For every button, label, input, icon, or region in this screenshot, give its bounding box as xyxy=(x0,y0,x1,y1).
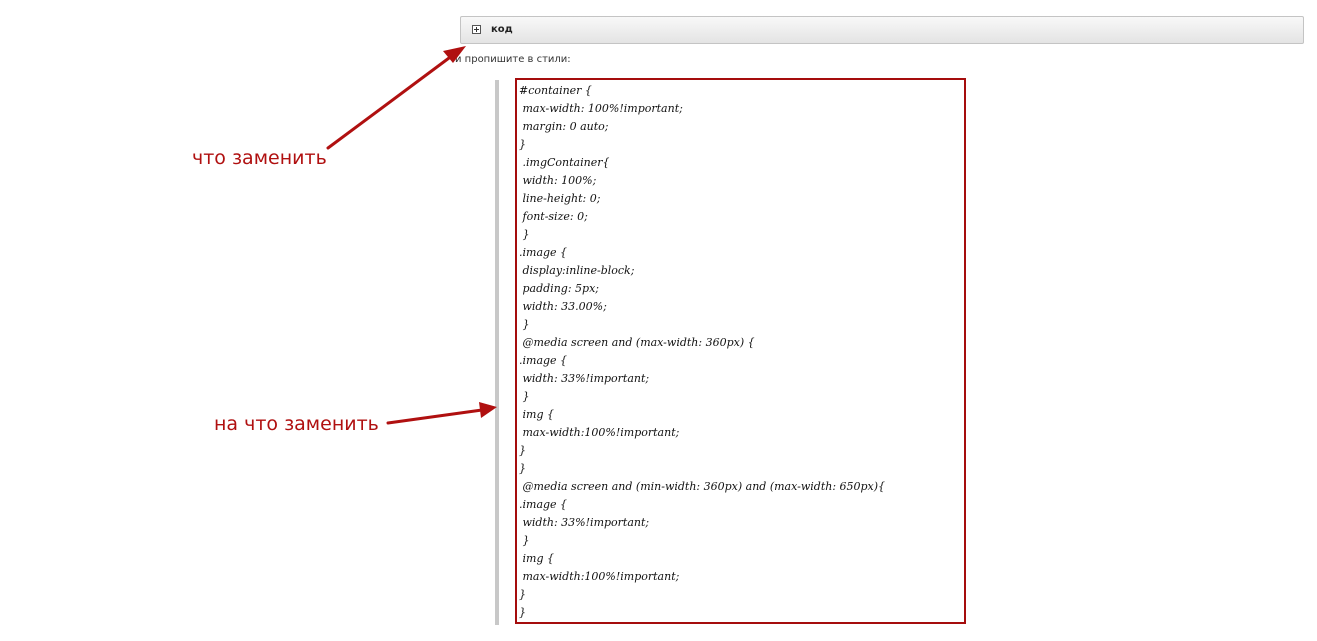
spoiler-header[interactable]: код xyxy=(460,16,1304,44)
code-line: } xyxy=(519,318,530,331)
code-highlight-box xyxy=(515,78,966,624)
code-line: width: 33%!important; xyxy=(519,372,650,385)
code-line: } xyxy=(519,138,526,151)
code-line: } xyxy=(519,462,526,475)
code-line: .image { xyxy=(519,354,568,367)
code-line: } xyxy=(519,534,530,547)
code-line: margin: 0 auto; xyxy=(519,120,609,133)
code-line: width: 33.00%; xyxy=(519,300,607,313)
code-line: img { xyxy=(519,408,554,421)
code-line: max-width:100%!important; xyxy=(519,426,680,439)
code-line: line-height: 0; xyxy=(519,192,601,205)
intro-text: и пропишите в стили: xyxy=(455,54,571,65)
code-line: font-size: 0; xyxy=(519,210,588,223)
code-line: max-width: 100%!important; xyxy=(519,102,683,115)
code-block: #container { max-width: 100%!important; … xyxy=(519,82,959,622)
code-line: display:inline-block; xyxy=(519,264,635,277)
code-line: width: 33%!important; xyxy=(519,516,650,529)
quote-bar xyxy=(495,80,499,625)
code-line: } xyxy=(519,444,526,457)
code-line: .imgContainer{ xyxy=(519,156,610,169)
code-line: #container { xyxy=(519,84,592,97)
code-line: } xyxy=(519,606,526,619)
arrow-to-code xyxy=(386,408,484,425)
annotation-replace-with: на что заменить xyxy=(214,413,379,435)
code-line: } xyxy=(519,588,526,601)
code-line: } xyxy=(519,228,530,241)
code-line: @media screen and (max-width: 360px) { xyxy=(519,336,755,349)
code-line: padding: 5px; xyxy=(519,282,599,295)
annotation-what-to-replace: что заменить xyxy=(192,147,327,169)
plus-icon[interactable] xyxy=(472,25,481,34)
code-line: .image { xyxy=(519,498,568,511)
code-line: img { xyxy=(519,552,554,565)
code-line: width: 100%; xyxy=(519,174,597,187)
code-line: .image { xyxy=(519,246,568,259)
spoiler-label[interactable]: код xyxy=(491,24,513,35)
code-line: } xyxy=(519,390,530,403)
arrow-to-spoiler xyxy=(326,56,451,150)
code-line: max-width:100%!important; xyxy=(519,570,680,583)
code-line: @media screen and (min-width: 360px) and… xyxy=(519,480,886,493)
